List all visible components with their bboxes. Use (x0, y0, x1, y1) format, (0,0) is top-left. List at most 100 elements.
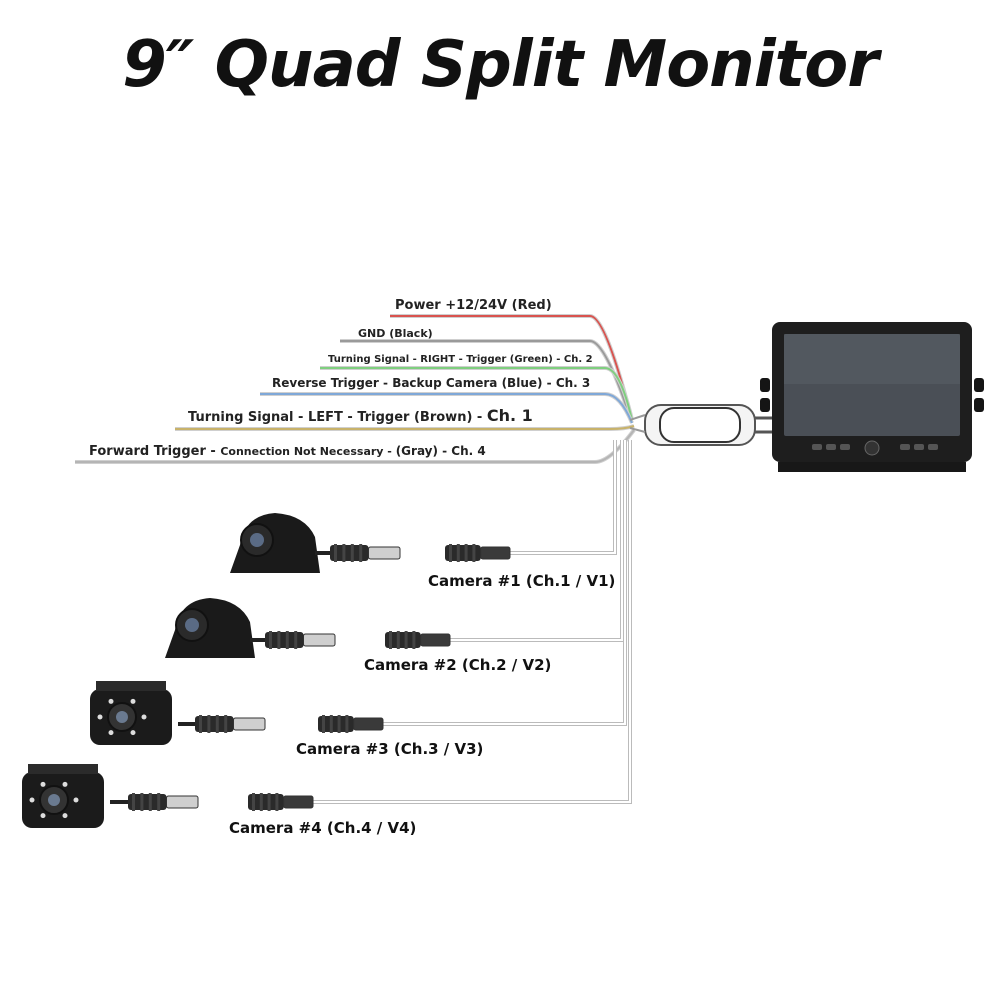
wire-right: Turning Signal - RIGHT - Trigger (Green)… (320, 354, 634, 421)
ir-led (108, 698, 114, 704)
connector-rib (412, 631, 416, 649)
connector-nose (420, 633, 451, 647)
connector-rib (285, 631, 289, 649)
camera-cable-2 (450, 440, 624, 642)
monitor-knob (760, 378, 770, 392)
connector-rib (449, 544, 452, 562)
wire-label-part: Reverse Trigger - Backup Camera (Blue) -… (272, 376, 590, 390)
wire-label-power: Power +12/24V (Red) (395, 298, 552, 313)
connector-rib (157, 793, 161, 811)
connector-rib (252, 793, 255, 811)
connector-rib (224, 715, 228, 733)
camera-lens (116, 711, 128, 723)
connector-rib (269, 631, 272, 649)
ir-led (62, 813, 68, 819)
wire-label-left: Turning Signal - LEFT - Trigger (Brown) … (188, 406, 533, 425)
plug-connector (265, 631, 336, 649)
camera-label-2: Camera #2 (Ch.2 / V2) (364, 656, 551, 674)
camera-visor (96, 681, 166, 691)
connector-rib (275, 793, 279, 811)
connector-grip (318, 716, 354, 732)
harness-tail (629, 414, 646, 433)
wire-label-reverse: Reverse Trigger - Backup Camera (Blue) -… (272, 376, 590, 390)
wire-gnd: GND (Black) (340, 327, 632, 418)
camera-label-3: Camera #3 (Ch.3 / V3) (296, 740, 483, 758)
wire-label-part: (Gray) - Ch. 4 (396, 444, 486, 458)
ir-led (108, 730, 114, 736)
wire-label-part: Turning Signal - LEFT - Trigger (Brown) … (188, 410, 487, 425)
ir-led (141, 714, 147, 720)
socket-connector (248, 793, 314, 811)
socket-connector (318, 715, 384, 733)
camera-cable-core (450, 440, 623, 641)
connector-rib (334, 544, 337, 562)
harness-lead (755, 416, 775, 434)
wire-label-part: Forward Trigger - (89, 444, 220, 459)
camera-3: Camera #3 (Ch.3 / V3) (90, 681, 483, 758)
monitor-button (928, 444, 938, 450)
camera-cable-core (510, 440, 616, 554)
camera-cable-core (313, 440, 631, 803)
connector-rib (199, 715, 202, 733)
camera-lens (48, 794, 60, 806)
connector-grip (445, 545, 481, 561)
wire-label-part: Connection Not Necessary - (220, 445, 395, 458)
wire-label-part: Power +12/24V (Red) (395, 298, 552, 313)
ir-led (130, 730, 136, 736)
monitor-button (812, 444, 822, 450)
connector-grip (265, 632, 304, 648)
camera-label-4: Camera #4 (Ch.4 / V4) (229, 819, 416, 837)
ir-led (73, 797, 79, 803)
ir-led (40, 781, 46, 787)
connector-grip (385, 632, 421, 648)
connector-rib (277, 631, 281, 649)
wire-core (320, 367, 633, 421)
monitor-knob (760, 398, 770, 412)
wire-label-forward: Forward Trigger - Connection Not Necessa… (89, 444, 486, 459)
wire-core (340, 340, 631, 418)
connector-nose (353, 717, 384, 731)
plug-connector (195, 715, 266, 733)
connector-grip (330, 545, 369, 561)
connector-grip (128, 794, 167, 810)
connector-rib (215, 715, 219, 733)
camera-2: Camera #2 (Ch.2 / V2) (165, 598, 551, 674)
camera-lens (250, 533, 264, 547)
camera-visor (28, 764, 98, 774)
camera-cable-bus (313, 440, 632, 804)
camera-cable-1 (510, 440, 617, 555)
monitor-power-button (864, 440, 880, 456)
wire-label-gnd: GND (Black) (358, 327, 433, 340)
monitor-screen (784, 334, 960, 436)
camera-lens (185, 618, 199, 632)
connector-nose (480, 546, 511, 560)
ir-led (97, 714, 103, 720)
wire-forward: Forward Trigger - Connection Not Necessa… (75, 428, 636, 464)
monitor-button (914, 444, 924, 450)
connector-rib (259, 793, 263, 811)
monitor-button (826, 444, 836, 450)
wire-left: Turning Signal - LEFT - Trigger (Brown) … (175, 406, 635, 431)
connector-rib (337, 715, 341, 733)
camera-label-1: Camera #1 (Ch.1 / V1) (428, 572, 615, 590)
ir-led (29, 797, 35, 803)
connector-nose (233, 717, 266, 731)
camera-cable-core (383, 440, 626, 725)
connector-rib (350, 544, 354, 562)
wire-core (260, 393, 633, 424)
connector-rib (132, 793, 135, 811)
socket-connector (385, 631, 451, 649)
connector-rib (322, 715, 325, 733)
wire-reverse: Reverse Trigger - Backup Camera (Blue) -… (260, 376, 634, 424)
connector-rib (267, 793, 271, 811)
connector-nose (166, 795, 199, 809)
monitor-button (900, 444, 910, 450)
camera-1: Camera #1 (Ch.1 / V1) (230, 513, 615, 590)
connector-rib (294, 631, 298, 649)
connector-grip (248, 794, 284, 810)
connector-rib (472, 544, 476, 562)
wire-core (175, 425, 635, 430)
connector-rib (464, 544, 468, 562)
connector-rib (140, 793, 144, 811)
connector-rib (389, 631, 392, 649)
